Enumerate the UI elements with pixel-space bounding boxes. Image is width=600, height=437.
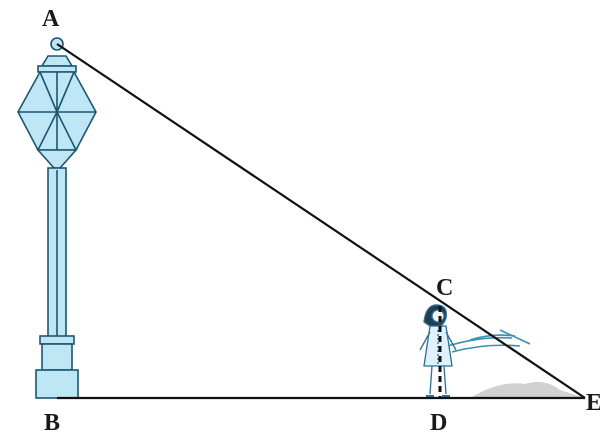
lamp-base-top [39,335,75,345]
label-point-c: C [436,275,453,301]
lamp-cap-band [37,65,77,73]
label-point-d: D [430,410,447,436]
girl-figure [419,304,457,397]
lamp-base-bottom [35,369,79,399]
segment-ae [56,43,586,399]
label-point-a: A [42,6,60,32]
label-point-b: B [44,410,60,436]
lamp-post [17,37,97,399]
lamp-neck [36,149,78,169]
lamp-base-mid [41,343,73,371]
lamp-cap [40,55,74,67]
ground-shadow [470,382,585,398]
label-point-e: E [586,390,600,416]
